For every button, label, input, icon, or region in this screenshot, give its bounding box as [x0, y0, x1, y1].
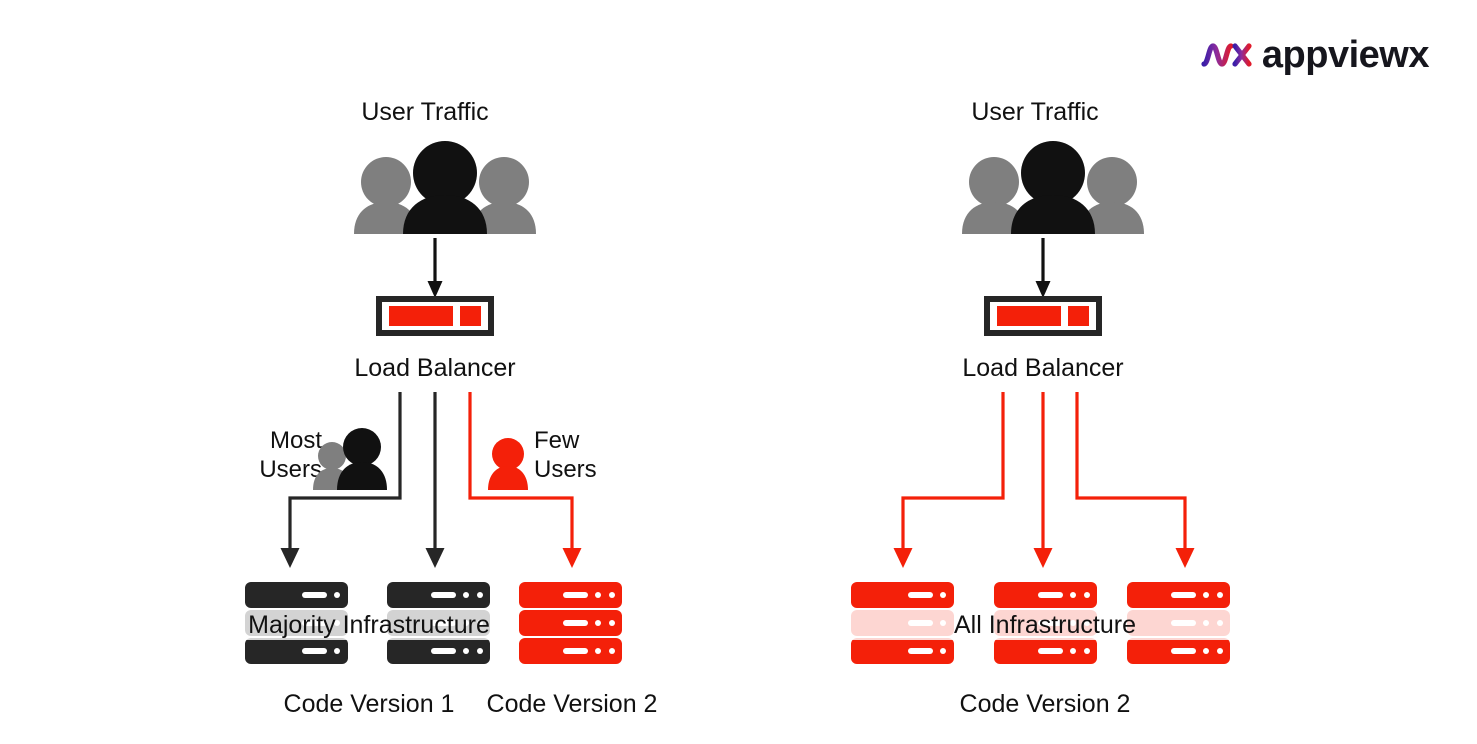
server-led-dot	[463, 592, 469, 598]
routing-lines-left	[235, 392, 655, 574]
arrow-users-to-loadbalancer-right	[1034, 238, 1052, 300]
server-unit	[387, 638, 490, 664]
single-user-icon	[487, 437, 529, 491]
server-led-dot	[477, 592, 483, 598]
server-led-dot	[1203, 592, 1209, 598]
server-led-dot	[1070, 648, 1076, 654]
server-led-dot	[595, 592, 601, 598]
server-led-dot	[595, 648, 601, 654]
server-led-bar	[431, 592, 456, 598]
server-led-bar	[431, 648, 456, 654]
lb-bar-primary	[997, 306, 1061, 326]
server-led-dot	[609, 648, 615, 654]
server-led-dot	[940, 592, 946, 598]
code-version-2-label-right: Code Version 2	[959, 690, 1131, 718]
arrow-users-to-loadbalancer-left	[426, 238, 444, 300]
server-led-dot	[595, 620, 601, 626]
server-led-bar	[1038, 648, 1063, 654]
few-users-label: Few Users	[534, 427, 597, 484]
user-traffic-label-right: User Traffic	[971, 98, 1099, 126]
load-balancer-icon-right	[984, 296, 1102, 336]
server-led-bar	[563, 620, 588, 626]
server-led-bar	[563, 592, 588, 598]
server-led-bar	[1171, 592, 1196, 598]
server-led-dot	[940, 648, 946, 654]
server-unit	[519, 610, 622, 636]
server-unit	[851, 582, 954, 608]
appviewx-logo: appviewx	[1201, 34, 1430, 76]
lb-bar-secondary	[460, 306, 481, 326]
server-led-dot	[1070, 592, 1076, 598]
server-led-dot	[1203, 648, 1209, 654]
server-led-dot	[1084, 648, 1090, 654]
server-unit	[245, 582, 348, 608]
server-unit	[994, 638, 1097, 664]
server-stack-left-3	[519, 582, 622, 664]
server-led-dot	[609, 620, 615, 626]
routing-lines-right	[845, 392, 1245, 574]
brand-wordmark: appviewx	[1261, 34, 1430, 76]
server-led-bar	[302, 592, 327, 598]
server-led-bar	[1038, 592, 1063, 598]
server-unit	[994, 582, 1097, 608]
server-unit	[387, 582, 490, 608]
lb-bar-primary	[389, 306, 453, 326]
server-led-dot	[1084, 592, 1090, 598]
load-balancer-label-left: Load Balancer	[354, 354, 516, 382]
server-led-dot	[463, 648, 469, 654]
server-led-dot	[477, 648, 483, 654]
server-unit	[519, 582, 622, 608]
server-led-bar	[908, 592, 933, 598]
server-unit	[245, 638, 348, 664]
server-led-dot	[1217, 592, 1223, 598]
majority-infrastructure-label: Majority Infrastructure	[243, 610, 495, 640]
server-led-dot	[334, 648, 340, 654]
load-balancer-label-right: Load Balancer	[962, 354, 1124, 382]
server-unit	[851, 638, 954, 664]
code-version-2-label-left: Code Version 2	[486, 690, 658, 718]
server-led-dot	[609, 592, 615, 598]
lb-bar-secondary	[1068, 306, 1089, 326]
server-led-bar	[908, 648, 933, 654]
server-led-bar	[302, 648, 327, 654]
server-led-dot	[1217, 648, 1223, 654]
appviewx-logo-icon	[1201, 38, 1254, 72]
load-balancer-icon-left	[376, 296, 494, 336]
user-traffic-label-left: User Traffic	[361, 98, 489, 126]
server-unit	[519, 638, 622, 664]
server-unit	[1127, 582, 1230, 608]
server-unit	[1127, 638, 1230, 664]
server-led-bar	[1171, 648, 1196, 654]
users-group-icon-right	[960, 140, 1146, 236]
server-led-bar	[563, 648, 588, 654]
all-infrastructure-label: All Infrastructure	[850, 610, 1240, 640]
server-led-dot	[334, 592, 340, 598]
users-group-icon-left	[352, 140, 538, 236]
code-version-1-label: Code Version 1	[283, 690, 455, 718]
two-users-icon	[310, 428, 390, 492]
most-users-label: Most Users	[259, 427, 322, 484]
